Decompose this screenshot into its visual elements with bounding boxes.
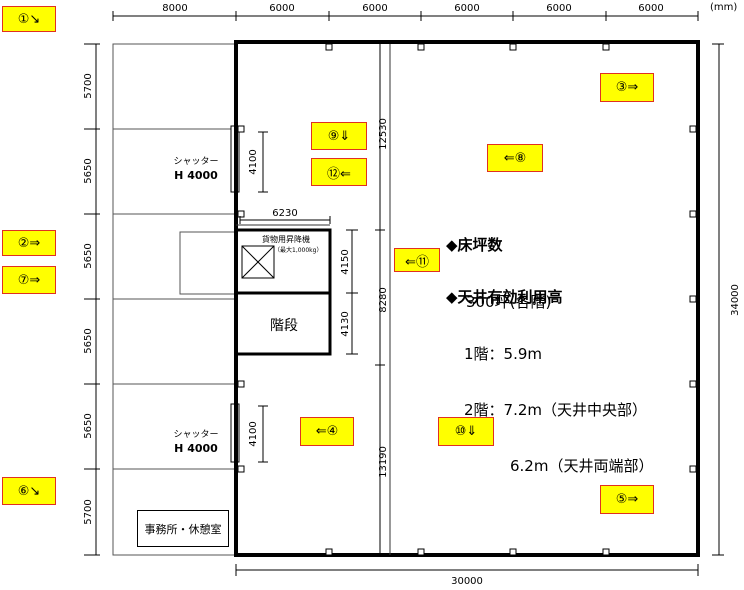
inner-dimension-lines — [239, 44, 385, 555]
dim-4130: 4130 — [340, 311, 351, 336]
photo-point-2[interactable]: ②⇒ — [2, 230, 56, 256]
dim-top-6: 6000 — [638, 3, 663, 14]
shutter-lower-height: H 4000 — [174, 442, 218, 455]
ceiling-floor2-edges: 6.2m（天井両端部） — [510, 457, 654, 475]
ceiling-floor1: 1階：5.9m — [464, 345, 543, 363]
ceiling-height-info: ◆天井有効利用高 1階：5.9m 2階：7.2m（天井中央部） 6.2m（天井両… — [446, 250, 653, 494]
freight-lift-name: 貨物用昇降機 — [262, 235, 310, 244]
shutter-lower-label: シャッター — [173, 430, 219, 440]
dim-left-3: 5650 — [83, 243, 94, 268]
elevator-symbol — [241, 245, 275, 279]
dim-13190: 13190 — [378, 446, 389, 478]
shutter-upper-height: H 4000 — [174, 169, 218, 182]
photo-point-1[interactable]: ①↘ — [2, 6, 56, 32]
dim-left-1: 5700 — [83, 73, 94, 98]
ceiling-heading: ◆天井有効利用高 — [446, 288, 563, 306]
dim-top-2: 6000 — [269, 3, 294, 14]
photo-point-6[interactable]: ⑥↘ — [2, 477, 56, 505]
core-block — [234, 228, 332, 356]
dim-top-5: 6000 — [546, 3, 571, 14]
office-room: 事務所・休憩室 — [137, 510, 229, 547]
dim-top-4: 6000 — [454, 3, 479, 14]
shutter-lower: シャッター H 4000 — [166, 429, 226, 457]
bottom-dimension-line — [235, 564, 699, 576]
floor-area-heading: ◆床坪数 — [446, 236, 503, 254]
photo-point-9[interactable]: ⑨⇓ — [311, 122, 367, 150]
dim-8280: 8280 — [378, 287, 389, 312]
dim-4150: 4150 — [340, 249, 351, 274]
left-dimension-line — [84, 43, 100, 556]
freight-lift-label: 貨物用昇降機 （最大1,000kg） — [262, 234, 322, 256]
dim-4100-top: 4100 — [248, 149, 259, 174]
freight-lift-capacity: （最大1,000kg） — [274, 247, 323, 254]
dim-bottom-total: 30000 — [451, 576, 483, 587]
shutter-upper: シャッター H 4000 — [166, 156, 226, 184]
dim-12530: 12530 — [378, 118, 389, 150]
photo-point-12[interactable]: ⑫⇐ — [311, 158, 367, 186]
photo-point-3[interactable]: ③⇒ — [600, 73, 654, 102]
dim-left-5: 5650 — [83, 413, 94, 438]
stairs-label: 階段 — [270, 318, 298, 334]
photo-point-8[interactable]: ⇐⑧ — [487, 144, 543, 172]
photo-point-5[interactable]: ⑤⇒ — [600, 485, 654, 514]
top-dimension-line — [112, 11, 699, 21]
column-markers — [237, 43, 697, 556]
unit-label: (mm) — [710, 2, 738, 13]
dim-top-1: 8000 — [162, 3, 187, 14]
photo-point-10[interactable]: ⑩⇓ — [438, 417, 494, 446]
photo-point-7[interactable]: ⑦⇒ — [2, 266, 56, 294]
floor-area-info: ◆床坪数 300坪(各階) — [446, 198, 551, 330]
right-dimension-line — [712, 43, 724, 556]
annex-bays — [112, 43, 237, 556]
dim-top-3: 6000 — [362, 3, 387, 14]
dim-6230: 6230 — [272, 208, 297, 219]
dim-right-total: 34000 — [730, 284, 741, 316]
dim-left-6: 5700 — [83, 499, 94, 524]
dim-left-2: 5650 — [83, 158, 94, 183]
ceiling-floor2-center: 2階：7.2m（天井中央部） — [464, 401, 648, 419]
photo-point-4[interactable]: ⇐④ — [300, 417, 354, 446]
shutter-upper-label: シャッター — [173, 157, 219, 167]
dim-left-4: 5650 — [83, 328, 94, 353]
photo-point-11[interactable]: ⇐⑪ — [394, 248, 440, 272]
dim-4100-bottom: 4100 — [248, 421, 259, 446]
floor-area-value: 300坪(各階) — [466, 293, 552, 311]
